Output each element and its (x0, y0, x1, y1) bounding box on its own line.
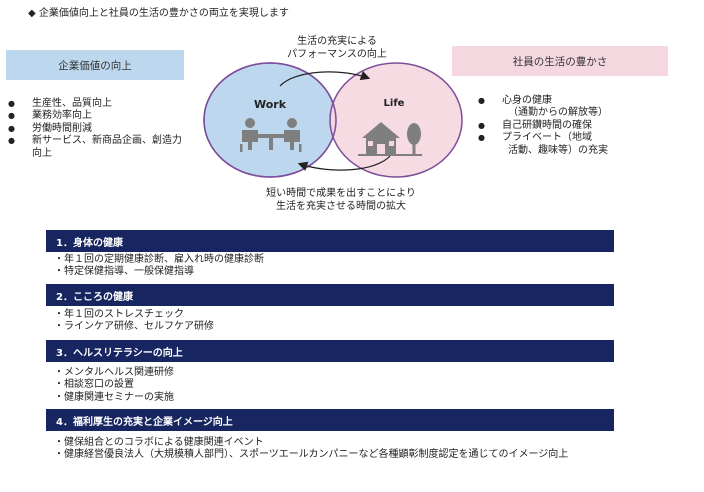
list-item: ・健康経営優良法人（大規模積人部門）、スポーツエールカンパニーなど各種顕彰制度認… (54, 449, 569, 461)
list-item: ・健保組合とのコラボによる健康関連イベント (54, 437, 264, 448)
page-title: ◆ 企業価値向上と社員の生活の豊かさの両立を実現します (28, 4, 289, 19)
section-heading-mental: 2．こころの健康 (46, 284, 614, 306)
list-item: ・特定保健指導、一般保健指導 (54, 266, 194, 278)
list-item: ・メンタルヘルス関連研修 (54, 367, 174, 378)
corporate-value-heading: 企業価値の向上 (6, 50, 184, 80)
section-heading-welfare: 4．福利厚生の充実と企業イメージ向上 (46, 409, 614, 431)
list-item: 業務効率向上 (8, 110, 188, 123)
employee-life-list: 心身の健康（通勤からの解放等） 自己研鑽時間の確保 プライベート（地域活動、趣味… (478, 95, 658, 157)
list-item: 自己研鑽時間の確保 (478, 120, 658, 133)
list-item: ・ラインケア研修、セルフケア研修 (54, 321, 214, 333)
corporate-value-list: 生産性、品質向上 業務効率向上 労働時間削減 新サービス、新商品企画、創造力向上 (8, 98, 188, 160)
title-text: 企業価値向上と社員の生活の豊かさの両立を実現します (38, 8, 289, 19)
list-item: 新サービス、新商品企画、創造力向上 (8, 135, 188, 160)
section-items-literacy: ・メンタルヘルス関連研修 ・相談窓口の設置 ・健康関連セミナーの実施 (54, 367, 174, 404)
performance-caption: 生活の充実による パフォーマンスの向上 (287, 36, 387, 60)
life-circle (329, 62, 463, 178)
list-item: ・相談窓口の設置 (54, 379, 134, 391)
house-icon (358, 122, 422, 156)
section-items-physical: ・年１回の定期健康診断、雇入れ時の健康診断 ・特定保健指導、一般保健指導 (54, 254, 264, 279)
section-heading-literacy: 3．ヘルスリテラシーの向上 (46, 340, 614, 362)
top-arrow (279, 71, 371, 87)
list-item: 生産性、品質向上 (8, 98, 188, 111)
section-items-welfare: ・健保組合とのコラボによる健康関連イベント ・健康経営優良法人（大規模積人部門）… (54, 437, 568, 462)
section-items-mental: ・年１回のストレスチェック ・ラインケア研修、セルフケア研修 (54, 309, 214, 334)
work-life-venn: Work Life (203, 62, 463, 178)
list-item: 心身の健康（通勤からの解放等） (478, 95, 658, 120)
section-heading-physical: 1．身体の健康 (46, 230, 614, 252)
life-label: Life (384, 98, 405, 109)
bottom-arrow (297, 155, 391, 171)
list-item: ・年１回のストレスチェック (54, 309, 184, 320)
list-item: ・年１回の定期健康診断、雇入れ時の健康診断 (54, 254, 264, 265)
employee-life-heading: 社員の生活の豊かさ (452, 46, 668, 76)
list-item: 労働時間削減 (8, 123, 188, 136)
meeting-icon (240, 118, 302, 152)
list-item: ・健康関連セミナーの実施 (54, 391, 174, 403)
diamond-icon: ◆ (28, 8, 36, 19)
work-label: Work (254, 98, 287, 111)
time-caption: 短い時間で成果を出すことにより 生活を充実させる時間の拡大 (266, 188, 416, 212)
